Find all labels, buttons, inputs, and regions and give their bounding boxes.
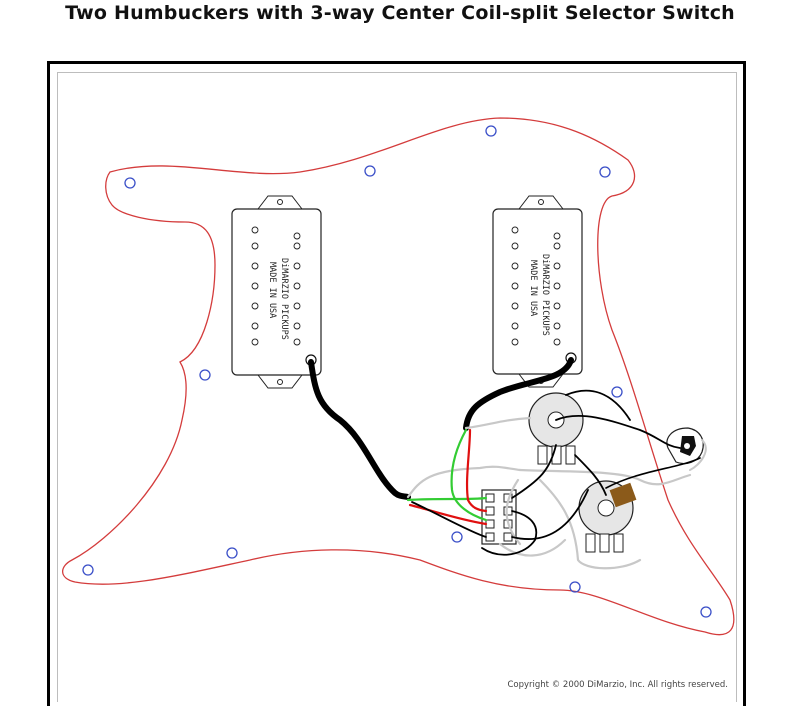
- neck-humbucker: DiMARZIO PICKUPS MADE IN USA: [231, 195, 322, 389]
- screw-hole-icon: [569, 581, 581, 593]
- screw-hole-icon: [485, 125, 497, 137]
- neck-cable: [308, 359, 411, 500]
- selector-switch: [481, 489, 517, 545]
- screw-hole-icon: [226, 547, 238, 559]
- copyright-notice: Copyright © 2000 DiMarzio, Inc. All righ…: [507, 680, 728, 690]
- bridge-pickup-label-1: DiMARZIO PICKUPS: [540, 254, 550, 336]
- bridge-cable: [463, 357, 574, 431]
- volume-pot: [528, 392, 584, 465]
- neck-pickup-label-1: DiMARZIO PICKUPS: [279, 258, 289, 340]
- bridge-humbucker: DiMARZIO PICKUPS MADE IN USA: [492, 195, 583, 388]
- screw-hole-icon: [124, 177, 136, 189]
- tone-capacitor: [609, 482, 637, 508]
- neck-pickup-label-2: MADE IN USA: [267, 262, 277, 318]
- bridge-pickup-label-2: MADE IN USA: [528, 260, 538, 316]
- screw-hole-icon: [599, 166, 611, 178]
- screw-hole-icon: [82, 564, 94, 576]
- pickguard-outline: [61, 117, 735, 636]
- screw-hole-icon: [611, 386, 623, 398]
- screw-hole-icon: [199, 369, 211, 381]
- screw-holes: [82, 125, 712, 618]
- screw-hole-icon: [451, 531, 463, 543]
- tone-pot: [578, 480, 637, 553]
- wiring: [308, 357, 707, 570]
- screw-hole-icon: [364, 165, 376, 177]
- diagram-frame: [47, 61, 746, 706]
- diagram-inner-border: [57, 72, 737, 702]
- screw-hole-icon: [700, 606, 712, 618]
- output-jack: [666, 427, 704, 465]
- diagram-title: Two Humbuckers with 3-way Center Coil-sp…: [65, 2, 735, 24]
